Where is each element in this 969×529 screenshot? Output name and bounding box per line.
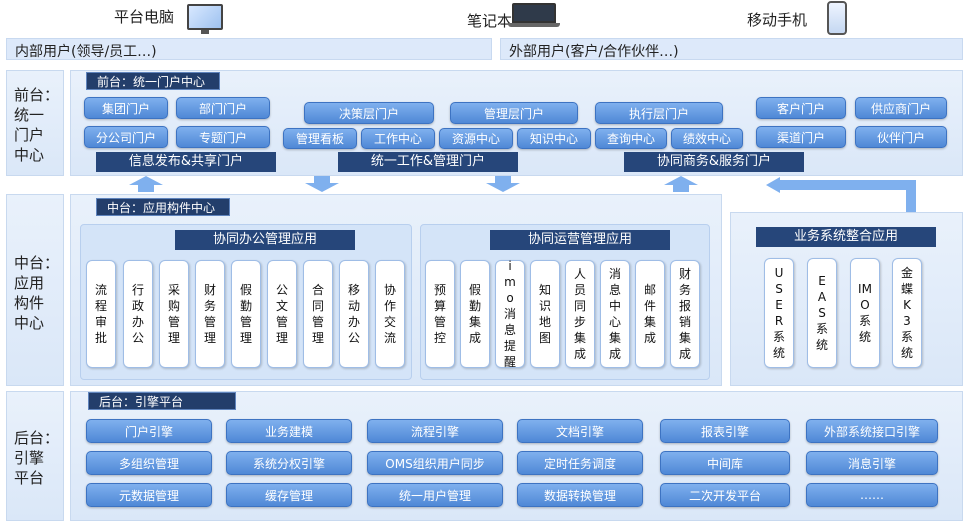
back-side-panel: 后台： 引擎 平台	[6, 391, 64, 521]
engine-document[interactable]: 文档引擎	[517, 419, 643, 443]
ops-item-imo-message[interactable]: imo消息提醒	[495, 259, 525, 369]
ops-item-mail-integration[interactable]: 邮件集成	[635, 260, 665, 368]
office-item-collaboration[interactable]: 协作交流	[375, 260, 405, 368]
middle-side-panel: 中台： 应用 构件 中心	[6, 194, 64, 386]
office-item-document[interactable]: 公文管理	[267, 260, 297, 368]
biz-item-eas-system[interactable]: EAS系统	[807, 258, 837, 368]
middle-header: 中台：应用构件中心	[96, 198, 230, 216]
engine-scheduled-tasks[interactable]: 定时任务调度	[517, 451, 643, 475]
front-right-button-partner-portal[interactable]: 伙伴门户	[855, 126, 947, 148]
biz-item-imo-system[interactable]: IMO系统	[850, 258, 880, 368]
front-left-button-group-portal[interactable]: 集团门户	[84, 97, 168, 119]
mobile-phone-icon	[827, 1, 847, 35]
front-mid-button-decision-portal[interactable]: 决策层门户	[304, 102, 434, 124]
engine-unified-user[interactable]: 统一用户管理	[367, 483, 503, 507]
front-mid-button-performance-center[interactable]: 绩效中心	[671, 128, 743, 149]
arrow-down-icon	[305, 176, 339, 192]
engine-data-conversion[interactable]: 数据转换管理	[517, 483, 643, 507]
ops-item-message-center[interactable]: 消息中心集成	[600, 260, 630, 368]
ops-app-title: 协同运营管理应用	[490, 230, 670, 250]
front-mid-button-work-center[interactable]: 工作中心	[361, 128, 435, 149]
office-item-process-approval[interactable]: 流程审批	[86, 260, 116, 368]
engine-message[interactable]: 消息引擎	[806, 451, 938, 475]
front-mid-button-execution-portal[interactable]: 执行层门户	[595, 102, 723, 124]
front-header: 前台：统一门户中心	[86, 72, 220, 90]
front-side-panel: 前台： 统一 门户 中心	[6, 70, 64, 176]
engine-more[interactable]: ……	[806, 483, 938, 507]
engine-cache[interactable]: 缓存管理	[226, 483, 352, 507]
engine-workflow[interactable]: 流程引擎	[367, 419, 503, 443]
office-item-contract[interactable]: 合同管理	[303, 260, 333, 368]
engine-multi-org[interactable]: 多组织管理	[86, 451, 212, 475]
office-app-title: 协同办公管理应用	[175, 230, 355, 250]
front-bar-info-publish: 信息发布&共享门户	[96, 152, 276, 172]
front-right-button-supplier-portal[interactable]: 供应商门户	[855, 97, 947, 119]
biz-item-user-system[interactable]: USER系统	[764, 258, 794, 368]
front-bar-unified-work: 统一工作&管理门户	[338, 152, 518, 172]
engine-report[interactable]: 报表引擎	[660, 419, 790, 443]
ops-item-staff-sync[interactable]: 人员同步集成	[565, 260, 595, 368]
laptop-label: 笔记本	[467, 12, 513, 30]
engine-metadata[interactable]: 元数据管理	[86, 483, 212, 507]
front-mid-button-resource-center[interactable]: 资源中心	[439, 128, 513, 149]
elbow-connector-vertical	[906, 180, 916, 212]
front-mid-button-management-portal[interactable]: 管理层门户	[450, 102, 578, 124]
front-mid-button-dashboard[interactable]: 管理看板	[283, 128, 357, 149]
back-side-label: 后台： 引擎 平台	[14, 429, 60, 487]
office-item-leave[interactable]: 假勤管理	[231, 260, 261, 368]
ops-item-budget[interactable]: 预算管控	[425, 260, 455, 368]
desktop-icon	[187, 4, 223, 34]
internal-users-bar: 内部用户(领导/员工…)	[6, 38, 492, 60]
front-bar-collab-commerce: 协同商务&服务门户	[624, 152, 804, 172]
mobile-label: 移动手机	[747, 11, 808, 29]
engine-external-interface[interactable]: 外部系统接口引擎	[806, 419, 938, 443]
engine-middle-db[interactable]: 中间库	[660, 451, 790, 475]
arrow-left-icon	[766, 177, 780, 193]
front-left-button-topic-portal[interactable]: 专题门户	[176, 126, 270, 148]
front-side-label: 前台： 统一 门户 中心	[14, 86, 60, 164]
ops-item-leave-integration[interactable]: 假勤集成	[460, 260, 490, 368]
back-header: 后台：引擎平台	[88, 392, 236, 410]
laptop-icon	[508, 3, 560, 27]
engine-secondary-dev[interactable]: 二次开发平台	[660, 483, 790, 507]
front-mid-button-query-center[interactable]: 查询中心	[595, 128, 667, 149]
front-right-button-customer-portal[interactable]: 客户门户	[756, 97, 846, 119]
engine-business-modeling[interactable]: 业务建模	[226, 419, 352, 443]
middle-side-label: 中台： 应用 构件 中心	[14, 254, 60, 332]
elbow-connector	[780, 180, 916, 190]
biz-item-k3-system[interactable]: 金蝶K3系统	[892, 258, 922, 368]
front-right-button-channel-portal[interactable]: 渠道门户	[756, 126, 846, 148]
external-users-bar: 外部用户(客户/合作伙伴…)	[500, 38, 963, 60]
ops-item-knowledge-map[interactable]: 知识地图	[530, 260, 560, 368]
office-item-admin-office[interactable]: 行政办公	[123, 260, 153, 368]
engine-oms-sync[interactable]: OMS组织用户同步	[367, 451, 503, 475]
office-item-mobile-office[interactable]: 移动办公	[339, 260, 369, 368]
front-left-button-dept-portal[interactable]: 部门门户	[176, 97, 270, 119]
office-item-purchase[interactable]: 采购管理	[159, 260, 189, 368]
office-item-finance[interactable]: 财务管理	[195, 260, 225, 368]
biz-integration-title: 业务系统整合应用	[756, 227, 936, 247]
ops-item-expense-integration[interactable]: 财务报销集成	[670, 260, 700, 368]
front-left-button-branch-portal[interactable]: 分公司门户	[84, 126, 168, 148]
desktop-label: 平台电脑	[114, 8, 175, 26]
arrow-down-icon	[486, 176, 520, 192]
arrow-up-icon	[129, 176, 163, 192]
engine-permission[interactable]: 系统分权引擎	[226, 451, 352, 475]
arrow-up-icon	[664, 176, 698, 192]
front-mid-button-knowledge-center[interactable]: 知识中心	[517, 128, 591, 149]
engine-portal[interactable]: 门户引擎	[86, 419, 212, 443]
